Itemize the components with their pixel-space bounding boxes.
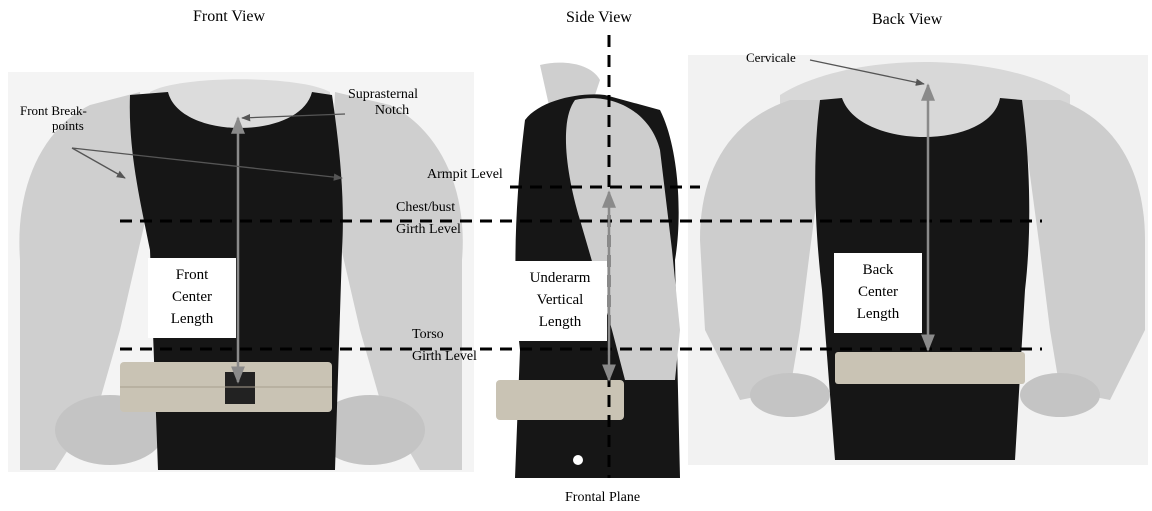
front-view-title: Front View — [193, 8, 265, 26]
side-box-line1: Underarm — [517, 267, 603, 289]
torso-line2: Girth Level — [412, 349, 477, 365]
torso-line1: Torso — [412, 327, 477, 343]
front-breakpoints-label: Front Break- points — [20, 104, 87, 134]
front-center-length-box: Front Center Length — [148, 258, 236, 338]
back-box-line3: Length — [838, 303, 918, 325]
suprasternal-line1: Suprasternal — [348, 87, 418, 103]
suprasternal-notch-label: Suprasternal Notch — [348, 87, 418, 119]
chest-girth-label: Chest/bust Girth Level — [396, 200, 461, 238]
back-box-line2: Center — [838, 281, 918, 303]
back-box-line1: Back — [838, 259, 918, 281]
front-break-line2: points — [20, 119, 87, 134]
cervicale-label: Cervicale — [746, 51, 796, 66]
torso-girth-label: Torso Girth Level — [412, 327, 477, 365]
back-view-title: Back View — [872, 11, 942, 29]
frontal-plane-label: Frontal Plane — [565, 490, 640, 506]
side-view-title: Side View — [566, 9, 632, 27]
chest-line2: Girth Level — [396, 222, 461, 238]
suprasternal-line2: Notch — [348, 103, 418, 119]
front-box-line2: Center — [152, 286, 232, 308]
front-break-line1: Front Break- — [20, 104, 87, 119]
armpit-level-label: Armpit Level — [427, 167, 503, 183]
underarm-vertical-length-box: Underarm Vertical Length — [513, 261, 607, 341]
back-center-length-box: Back Center Length — [834, 253, 922, 333]
side-box-line3: Length — [517, 311, 603, 333]
front-box-line3: Length — [152, 308, 232, 330]
chest-line1: Chest/bust — [396, 200, 461, 216]
front-box-line1: Front — [152, 264, 232, 286]
side-box-line2: Vertical — [517, 289, 603, 311]
